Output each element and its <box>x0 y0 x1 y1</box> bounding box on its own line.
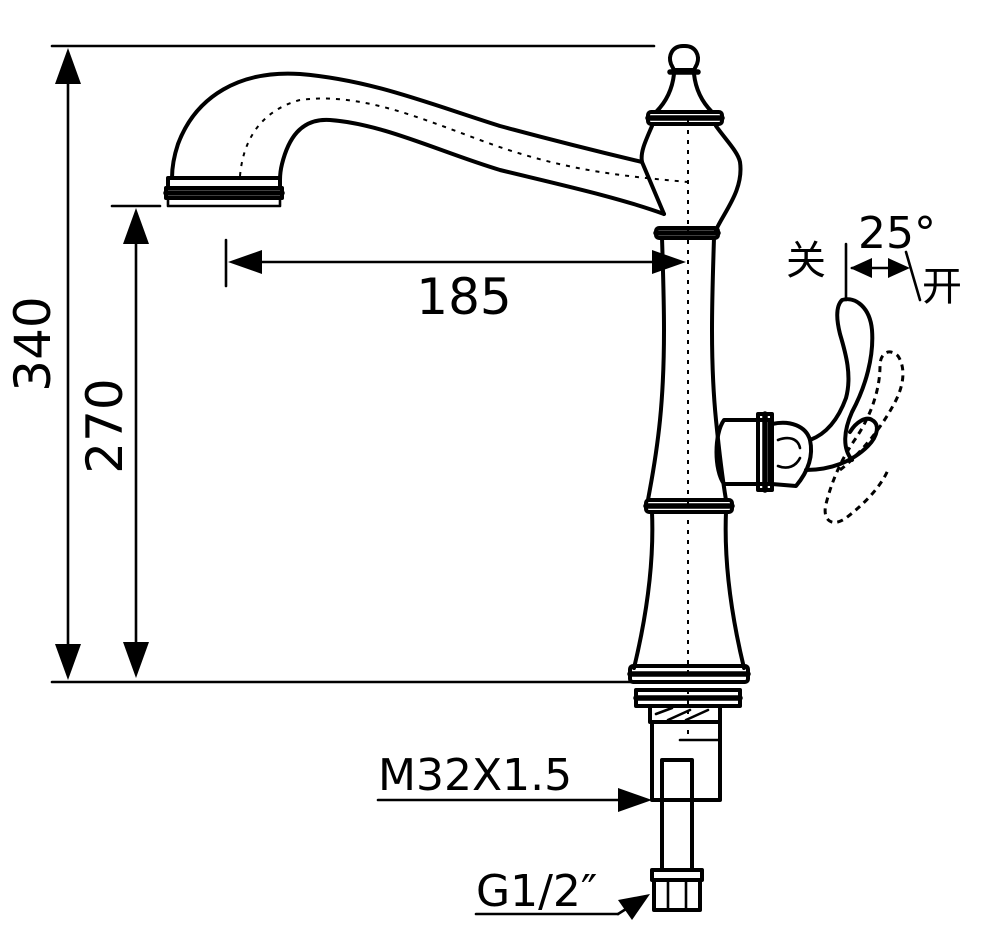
arrowhead-icon <box>652 250 686 274</box>
mounting-nut <box>633 688 743 802</box>
closed-label: 关 <box>786 238 826 284</box>
arrowhead-icon <box>55 644 81 680</box>
braided-hose <box>660 758 694 872</box>
lower-column <box>632 510 746 670</box>
handle-assembly <box>714 297 905 524</box>
overall-height-label: 340 <box>4 296 62 391</box>
open-label: 开 <box>922 264 962 310</box>
mount-thread-callout: M32X1.5 <box>376 750 652 812</box>
arrowhead-icon <box>850 258 872 278</box>
arrowhead-icon <box>123 208 149 244</box>
faucet-outline <box>163 44 905 912</box>
inlet-nut <box>650 868 704 912</box>
spout-reach-label: 185 <box>416 268 511 326</box>
dimension-overall-height: 340 <box>4 44 656 684</box>
mount-thread-label: M32X1.5 <box>378 750 572 801</box>
top-finial <box>645 44 725 126</box>
spout <box>163 71 689 216</box>
spout-height-label: 270 <box>76 378 134 473</box>
rotation-angle-label: 25° <box>858 208 936 259</box>
inlet-thread-callout: G1/2″ <box>474 866 650 920</box>
dimension-spout-height: 270 <box>76 204 162 678</box>
lever-handle-open <box>823 350 905 524</box>
inlet-thread-label: G1/2″ <box>476 866 597 917</box>
arrowhead-icon <box>123 642 149 678</box>
lever-handle-closed <box>808 297 875 462</box>
arrowhead-icon <box>888 258 910 278</box>
arrowhead-icon <box>618 788 652 812</box>
arrowhead-icon <box>228 250 262 274</box>
arrowhead-icon <box>618 894 650 920</box>
column-shoulder <box>639 124 743 232</box>
dimension-spout-reach: 185 <box>224 238 686 326</box>
handle-rotation-indicator: 关 25° 开 <box>786 208 962 310</box>
arrowhead-icon <box>55 48 81 84</box>
